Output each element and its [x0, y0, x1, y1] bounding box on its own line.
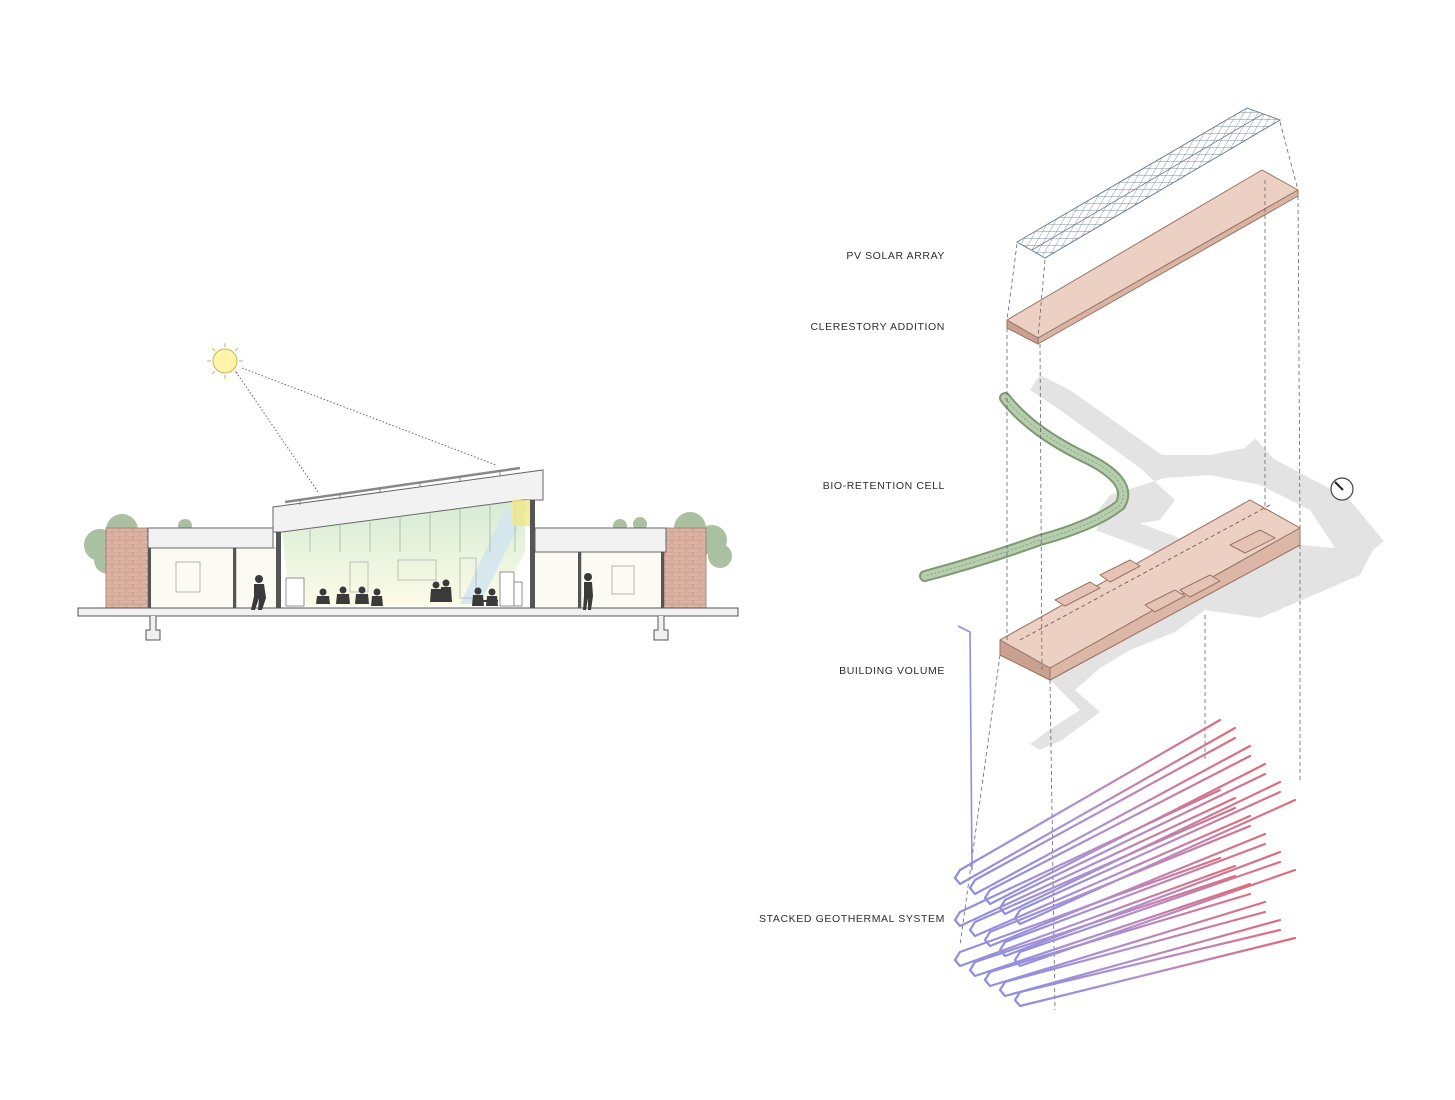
label-clerestory-addition: CLERESTORY ADDITION	[810, 321, 945, 333]
pv-solar-array	[1015, 107, 1282, 259]
roof-left	[147, 527, 274, 549]
daylight-wash	[282, 498, 525, 606]
label-bio-retention-cell: BIO-RETENTION CELL	[823, 480, 945, 492]
sun-icon	[207, 343, 243, 379]
label-stacked-geothermal-system: STACKED GEOTHERMAL SYSTEM	[759, 913, 945, 925]
brick-wall-right	[663, 527, 707, 613]
footing-right	[653, 616, 669, 641]
person-icon	[251, 573, 593, 610]
label-pv-solar-array: PV SOLAR ARRAY	[846, 250, 945, 262]
exploded-axonometric: PV SOLAR ARRAY CLERESTORY ADDITION BIO-R…	[759, 107, 1384, 1011]
geothermal-supply-line	[957, 625, 973, 871]
north-arrow-icon	[1330, 477, 1354, 501]
label-building-volume: BUILDING VOLUME	[839, 665, 945, 677]
footing-left	[145, 616, 161, 641]
pv-panel-row	[284, 466, 521, 504]
building-volume	[999, 499, 1301, 681]
clerestory-addition	[1006, 169, 1299, 345]
stacked-geothermal-system	[953, 718, 1297, 1008]
interior-left	[149, 547, 235, 609]
roof-right	[534, 527, 667, 553]
interior-right	[532, 551, 580, 609]
building-section	[77, 343, 739, 641]
sunbeam	[460, 506, 528, 604]
interior-right-2	[580, 551, 663, 609]
brick-wall-left	[105, 527, 149, 613]
sun-angle-lines	[235, 367, 497, 493]
seated-people-group	[316, 579, 498, 606]
floor-slab	[77, 607, 739, 617]
site-paving	[1030, 375, 1373, 750]
